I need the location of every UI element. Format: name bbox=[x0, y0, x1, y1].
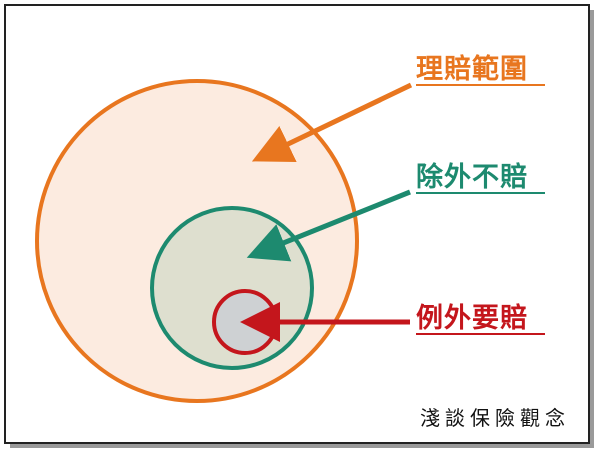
exception-pay-label: 例外要賠 bbox=[416, 303, 528, 334]
exclusion-label: 除外不賠 bbox=[416, 161, 528, 193]
claim-scope-label: 理賠範圍 bbox=[416, 53, 528, 85]
exclusion-arrow bbox=[246, 189, 411, 262]
claim-scope-arrow bbox=[251, 82, 413, 163]
caption-text: 淺談保險觀念 bbox=[420, 406, 570, 430]
